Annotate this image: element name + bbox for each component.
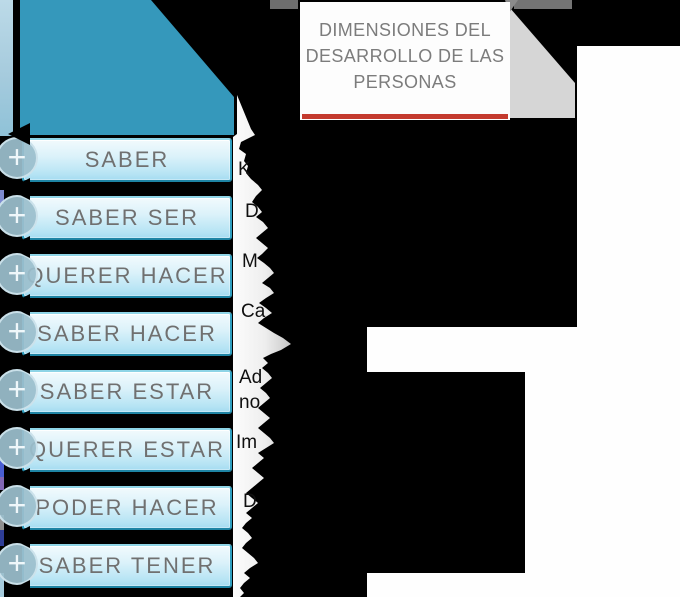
ribbon-fragment: D: [243, 491, 257, 512]
background-patch: [525, 372, 680, 573]
bar-label: SABER HACER: [37, 321, 217, 346]
plus-glyph: +: [7, 197, 27, 233]
dimension-bar: SABER HACER: [22, 312, 232, 356]
bar-label: QUERER HACER: [26, 263, 228, 288]
background-patch: [367, 327, 680, 372]
edge-color-segment: [0, 515, 4, 530]
left-arrow-icon: [8, 178, 30, 200]
dimension-bar: QUERER ESTAR: [22, 428, 232, 472]
dimension-bar: SABER TENER: [22, 544, 232, 588]
plus-glyph: +: [7, 371, 27, 407]
bar-label: PODER HACER: [35, 495, 219, 520]
edge-color-segment: [0, 477, 4, 490]
ribbon-fragment: Ad: [239, 367, 263, 388]
plus-glyph: +: [7, 487, 27, 523]
page-title: DIMENSIONES DEL DESARROLLO DE LAS PERSON…: [305, 20, 505, 92]
plus-icon: +: [0, 427, 38, 469]
dimension-bar: QUERER HACER: [22, 254, 232, 298]
ribbon-fragment: no: [239, 392, 261, 413]
dimension-bar: PODER HACER: [22, 486, 232, 530]
left-arrow-icon: [8, 410, 30, 432]
frame-bar-left: [270, 0, 298, 9]
plus-glyph: +: [7, 139, 27, 175]
left-arrow-icon: [8, 580, 30, 597]
bar-label: SABER ESTAR: [39, 379, 215, 404]
bar-label: SABER: [84, 147, 170, 172]
left-edge-strip: [0, 0, 13, 136]
edge-color-segment: [0, 573, 4, 597]
background-patch: [577, 46, 680, 327]
left-arrow-icon: [8, 294, 30, 316]
plus-icon: +: [0, 485, 38, 527]
dimension-bar: SABER: [22, 138, 232, 182]
plus-icon: +: [0, 543, 38, 585]
bar-label: SABER SER: [55, 205, 199, 230]
title-shadow: [506, 8, 575, 118]
plus-glyph: +: [7, 545, 27, 581]
title-box: DIMENSIONES DEL DESARROLLO DE LAS PERSON…: [300, 2, 510, 120]
dimension-bar: SABER ESTAR: [22, 370, 232, 414]
left-arrow-icon: [8, 352, 30, 374]
plus-glyph: +: [7, 255, 27, 291]
edge-color-segment: [0, 190, 4, 204]
ribbon-fragment: D: [245, 201, 259, 222]
plus-icon: +: [0, 311, 38, 353]
plus-icon: +: [0, 195, 38, 237]
left-arrow-icon: [8, 236, 30, 258]
plus-glyph: +: [7, 429, 27, 465]
red-underline: [302, 114, 508, 119]
left-arrow-icon: [8, 468, 30, 490]
dimension-bar: SABER SER: [22, 196, 232, 240]
background-patch: [367, 573, 680, 597]
plus-glyph: +: [7, 313, 27, 349]
folder-shape: [20, 0, 234, 135]
ribbon-fragment: M: [242, 251, 258, 272]
left-arrow-icon: [8, 123, 30, 145]
plus-icon: +: [0, 369, 38, 411]
edge-color-segment: [0, 530, 4, 546]
bar-label: SABER TENER: [38, 553, 216, 578]
left-arrow-icon: [8, 526, 30, 548]
edge-color-segment: [0, 460, 4, 477]
ribbon-fragment: Im: [236, 432, 258, 453]
ribbon-fragment: Ca: [241, 301, 266, 322]
frame-bar-right: [514, 0, 572, 9]
ribbon-fragment: K: [238, 159, 251, 180]
bar-label: QUERER ESTAR: [29, 437, 225, 462]
